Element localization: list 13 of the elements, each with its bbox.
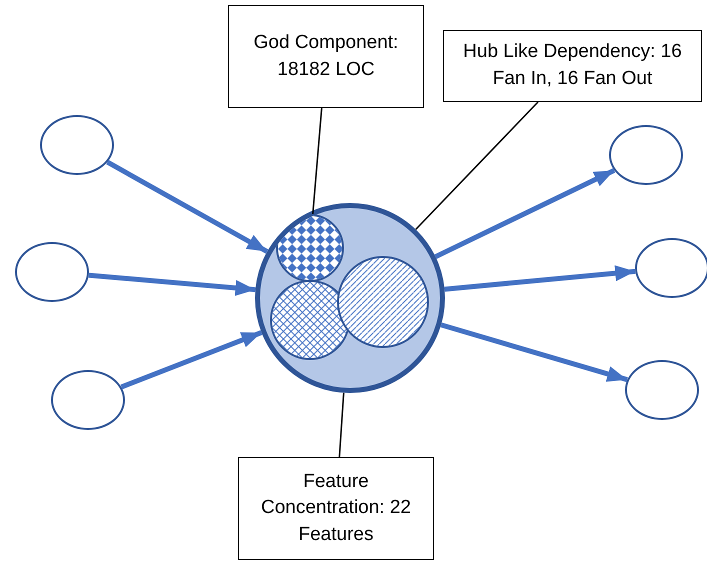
callout-box: God Component: 18182 LOC — [228, 5, 424, 108]
crosshatch-circle — [270, 280, 350, 360]
leader-line — [312, 108, 322, 214]
leader-line — [415, 101, 539, 230]
leader-line — [338, 392, 344, 458]
arrow — [120, 330, 262, 390]
arrow — [88, 272, 256, 296]
callout-box: Feature Concentration: 22 Features — [238, 457, 434, 560]
arrow — [106, 160, 268, 254]
callout-box: Hub Like Dependency: 16 Fan In, 16 Fan Out — [443, 30, 702, 102]
arrow — [440, 322, 628, 382]
arrow — [444, 265, 636, 292]
arrow — [434, 168, 616, 259]
